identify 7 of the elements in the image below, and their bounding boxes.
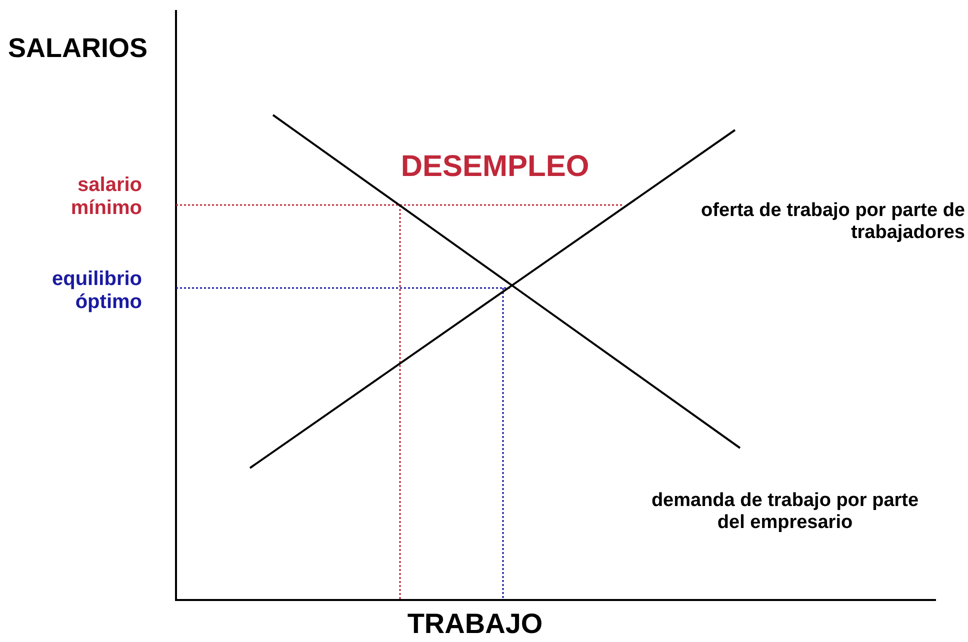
axis-value-label: salario mínimo <box>70 174 142 220</box>
axis-value-label: equilibrio óptimo <box>51 268 142 314</box>
annotation-label: DESEMPLEO <box>400 150 590 184</box>
curve-label: oferta de trabajo por parte de trabajadores <box>700 200 965 244</box>
axis-title: SALARIOS <box>8 33 148 64</box>
curve-label: demanda de trabajo por parte del empresario <box>650 490 920 534</box>
axis-title: TRABAJO <box>406 608 544 640</box>
